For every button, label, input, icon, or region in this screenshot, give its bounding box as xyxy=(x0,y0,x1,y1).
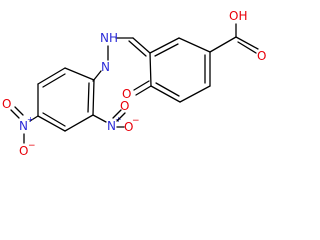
bond-ring-r-top-right xyxy=(178,37,211,53)
bond-ring-to-nitro-para xyxy=(29,115,39,122)
hydrazine-n1-label: NH xyxy=(100,31,118,45)
bond-ring-to-nitro-ortho xyxy=(92,114,107,123)
bond-ring-r-left xyxy=(149,52,152,87)
bond-ring-l-bottom-left-inner xyxy=(42,112,66,127)
carboxyl-o-label: O xyxy=(257,49,266,63)
bond-ring-r-bottom-left xyxy=(150,85,181,103)
bond-ring-r-bottom-right xyxy=(179,85,211,103)
nitro-ortho-n-label: N xyxy=(107,119,116,133)
bond-ring-l-top-right xyxy=(64,67,95,81)
bond-nitro-para-o-up-inner xyxy=(14,106,24,116)
bond-carboxyl-c-o-double xyxy=(235,36,259,50)
nitro-group-para: N + O O − xyxy=(2,97,39,158)
bond-ring-to-keto-o xyxy=(135,85,152,96)
nitro-ortho-minus: − xyxy=(132,116,140,126)
bond-ring-r-bottom-left-inner xyxy=(155,82,180,97)
carboxyl-group: OH O xyxy=(209,9,266,63)
hydrazine-n2-label: N xyxy=(101,60,110,74)
bond-ring-l-right-inner xyxy=(87,82,90,113)
keto-o-label: O xyxy=(122,87,131,101)
hydrazone-linker: NH N xyxy=(92,31,151,82)
nitro-para-n-label: N xyxy=(19,119,28,133)
bond-ring-to-carboxyl xyxy=(209,36,237,53)
bond-ring-l-top-left xyxy=(37,67,66,85)
nitro-para-o-down-label: O xyxy=(19,144,28,158)
bond-ring-l-bottom-right xyxy=(64,114,94,132)
bond-nitro-para-o-up xyxy=(10,109,20,119)
bond-ring-l-top-left-inner xyxy=(42,73,66,88)
bond-ring-to-keto-o-inner xyxy=(133,80,150,91)
nitro-group-ortho: N + O O − xyxy=(92,99,140,134)
carboxyl-oh-label: OH xyxy=(229,9,247,23)
nitro-para-o-up-label: O xyxy=(2,97,11,111)
keto-group: O xyxy=(122,80,152,101)
bond-carboxyl-c-o-double-inner xyxy=(237,41,257,54)
bond-ring-to-methylidene xyxy=(132,37,151,54)
nitro-para-minus: − xyxy=(28,141,36,151)
bond-ring-r-top-left-inner xyxy=(154,43,179,57)
bond-nitro-ortho-o-up-inner xyxy=(116,112,126,122)
bond-nitro-ortho-o-up xyxy=(112,109,122,119)
chemical-structure-diagram: OH O O NH N N + O O − xyxy=(2,9,266,158)
bond-n-to-aryl xyxy=(92,70,102,82)
nitro-para-plus: + xyxy=(27,115,34,124)
bond-ring-l-right xyxy=(92,79,95,116)
nitro-ortho-o-right-label: O xyxy=(124,120,133,134)
bond-ring-r-top-left xyxy=(149,37,180,54)
quinoid-ring xyxy=(149,37,211,103)
bond-ring-to-methylidene-inner xyxy=(128,40,147,57)
bond-ring-l-bottom-left xyxy=(37,115,66,132)
nitro-ortho-o-up-label: O xyxy=(120,99,129,113)
dinitrophenyl-ring xyxy=(37,67,95,132)
